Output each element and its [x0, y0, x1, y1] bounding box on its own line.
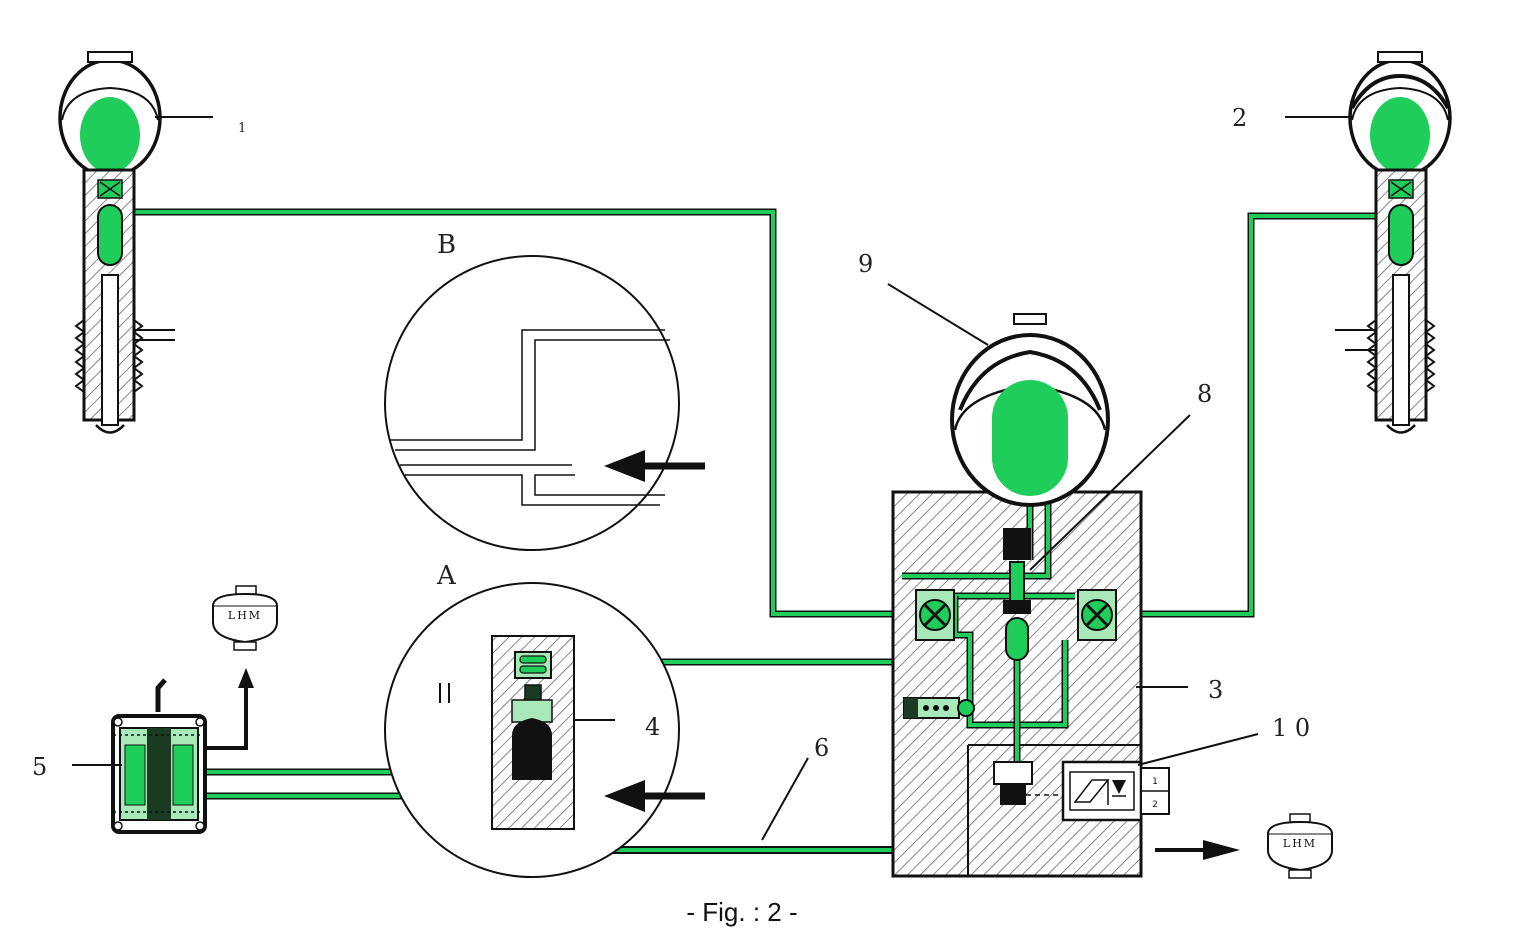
label-detail-a: A — [436, 561, 457, 591]
detail-b — [384, 255, 705, 551]
label-8: 8 — [1197, 380, 1212, 408]
reservoir-right-label: LHM — [1283, 837, 1317, 850]
pipe-network — [130, 208, 1395, 854]
spool-valve-8 — [1003, 528, 1031, 560]
reservoir-left: LHM — [212, 585, 278, 651]
element-5 — [72, 668, 254, 834]
suspension-cylinder-2 — [1285, 51, 1452, 434]
label-4: 4 — [645, 713, 660, 741]
label-detail-b: B — [437, 230, 456, 260]
check-valve-left — [915, 589, 955, 641]
electrovalve-10: 1 2 — [1061, 733, 1259, 822]
sphere-1-fluid — [80, 97, 140, 173]
label-10: 1 0 — [1272, 714, 1310, 742]
detail-a — [384, 582, 705, 878]
label-9: 9 — [858, 250, 873, 278]
sphere-2-fluid — [1370, 97, 1430, 173]
accumulator-sphere-9 — [887, 283, 1110, 507]
label-3: 3 — [1208, 676, 1223, 704]
label-2: 2 — [1232, 104, 1247, 132]
label-5: 5 — [32, 753, 47, 781]
pipe-front-right — [1115, 212, 1395, 618]
reservoir-right: LHM — [1267, 813, 1333, 879]
label-6: 6 — [814, 734, 829, 762]
check-valve-right — [1077, 589, 1117, 641]
pin-1: 1 — [1152, 777, 1158, 787]
piston-left-lower — [903, 697, 975, 719]
figure-caption: - Fig. : 2 - — [686, 897, 797, 927]
pin-2: 2 — [1152, 800, 1158, 810]
reservoir-left-label: LHM — [228, 609, 262, 622]
suspension-cylinder-1 — [58, 51, 213, 434]
label-1: 1 — [238, 121, 246, 136]
